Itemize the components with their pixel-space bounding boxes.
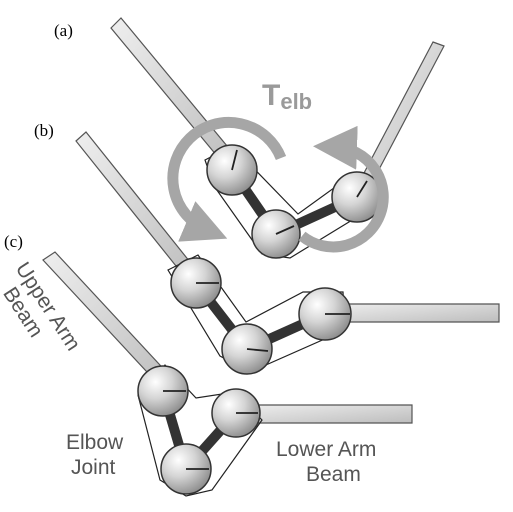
torque-label: Telb — [262, 79, 312, 114]
wrist-joint-ball-b — [298, 287, 352, 341]
elbow-joint-ball-b — [221, 323, 273, 375]
elbow-label-line2: Joint — [71, 456, 116, 479]
panel-label-c: (c) — [4, 232, 23, 251]
lower-arm-label-line1: Lower Arm — [276, 438, 376, 461]
configuration-b — [75, 131, 500, 375]
torque-subscript: elb — [280, 89, 312, 114]
wrist-joint-ball-c — [211, 388, 261, 438]
upper-arm-beam-a — [110, 17, 238, 169]
elbow-label-line1: Elbow — [66, 431, 124, 454]
shoulder-joint-ball-c — [137, 365, 189, 417]
shoulder-joint-ball-a — [206, 144, 258, 196]
lower-arm-label-line2: Beam — [306, 463, 361, 486]
panel-label-a: (a) — [54, 21, 73, 40]
elbow-joint-ball-c — [160, 443, 212, 495]
panel-label-b: (b) — [34, 121, 54, 140]
torque-arrow-left — [167, 116, 287, 242]
elbow-joint-ball-a — [251, 209, 301, 259]
torque-symbol: T — [262, 79, 280, 112]
lower-arm-beam-a — [353, 41, 445, 197]
torque-arrow-right — [298, 125, 389, 253]
configuration-a — [110, 17, 445, 259]
shoulder-joint-ball-b — [170, 257, 222, 309]
configuration-c — [42, 251, 413, 497]
